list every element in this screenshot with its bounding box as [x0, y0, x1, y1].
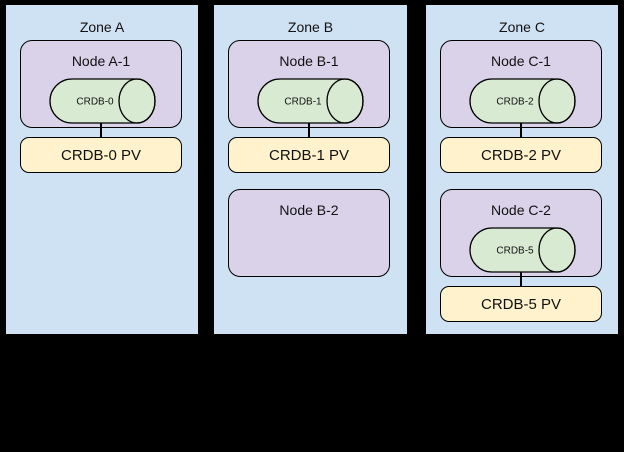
pv-a-box: CRDB-0 PV [20, 137, 182, 173]
node-c1-label: Node C-1 [491, 53, 551, 69]
database-cylinder-icon: CRDB-5 [469, 227, 576, 273]
database-cylinder-icon: CRDB-2 [469, 78, 576, 124]
database-cylinder-icon: CRDB-0 [49, 78, 156, 124]
db-a-label: CRDB-0 [76, 97, 114, 108]
connector-line [520, 123, 522, 137]
connector-line [308, 123, 310, 137]
pv-c2-box: CRDB-5 PV [440, 286, 602, 322]
node-b1-box: Node B-1 CRDB-1 [228, 40, 390, 128]
node-b1-label: Node B-1 [279, 53, 339, 69]
cylinder-cap-icon [538, 227, 576, 273]
db-b-label: CRDB-1 [284, 97, 322, 108]
zone-b-label: Zone B [287, 19, 334, 35]
node-c2-box: Node C-2 CRDB-5 [440, 189, 602, 277]
connector-line [100, 123, 102, 137]
database-cylinder-icon: CRDB-1 [257, 78, 364, 124]
node-b2-label: Node B-2 [279, 202, 339, 218]
zone-a-label: Zone A [79, 19, 125, 35]
zone-b: Zone B Node B-1 CRDB-1 CRDB-1 PV Node B-… [212, 3, 409, 336]
node-a1-label: Node A-1 [71, 53, 131, 69]
db-c2-label: CRDB-5 [496, 246, 534, 257]
cylinder-cap-icon [538, 78, 576, 124]
node-a1-box: Node A-1 CRDB-0 [20, 40, 182, 128]
pv-c2-label: CRDB-5 PV [480, 295, 562, 313]
pv-b-label: CRDB-1 PV [268, 146, 350, 164]
node-b2-box: Node B-2 [228, 189, 390, 277]
zone-a: Zone A Node A-1 CRDB-0 CRDB-0 PV [4, 3, 200, 336]
zone-c-label: Zone C [499, 19, 545, 35]
zone-c: Zone C Node C-1 CRDB-2 CRDB-2 PV Node C-… [424, 3, 620, 336]
connector-line [520, 272, 522, 286]
node-c2-label: Node C-2 [491, 202, 551, 218]
pv-a-label: CRDB-0 PV [60, 146, 142, 164]
node-c1-box: Node C-1 CRDB-2 [440, 40, 602, 128]
pv-c1-label: CRDB-2 PV [480, 146, 562, 164]
pv-b-box: CRDB-1 PV [228, 137, 390, 173]
db-c1-label: CRDB-2 [496, 97, 534, 108]
cylinder-cap-icon [326, 78, 364, 124]
cylinder-cap-icon [118, 78, 156, 124]
pv-c1-box: CRDB-2 PV [440, 137, 602, 173]
